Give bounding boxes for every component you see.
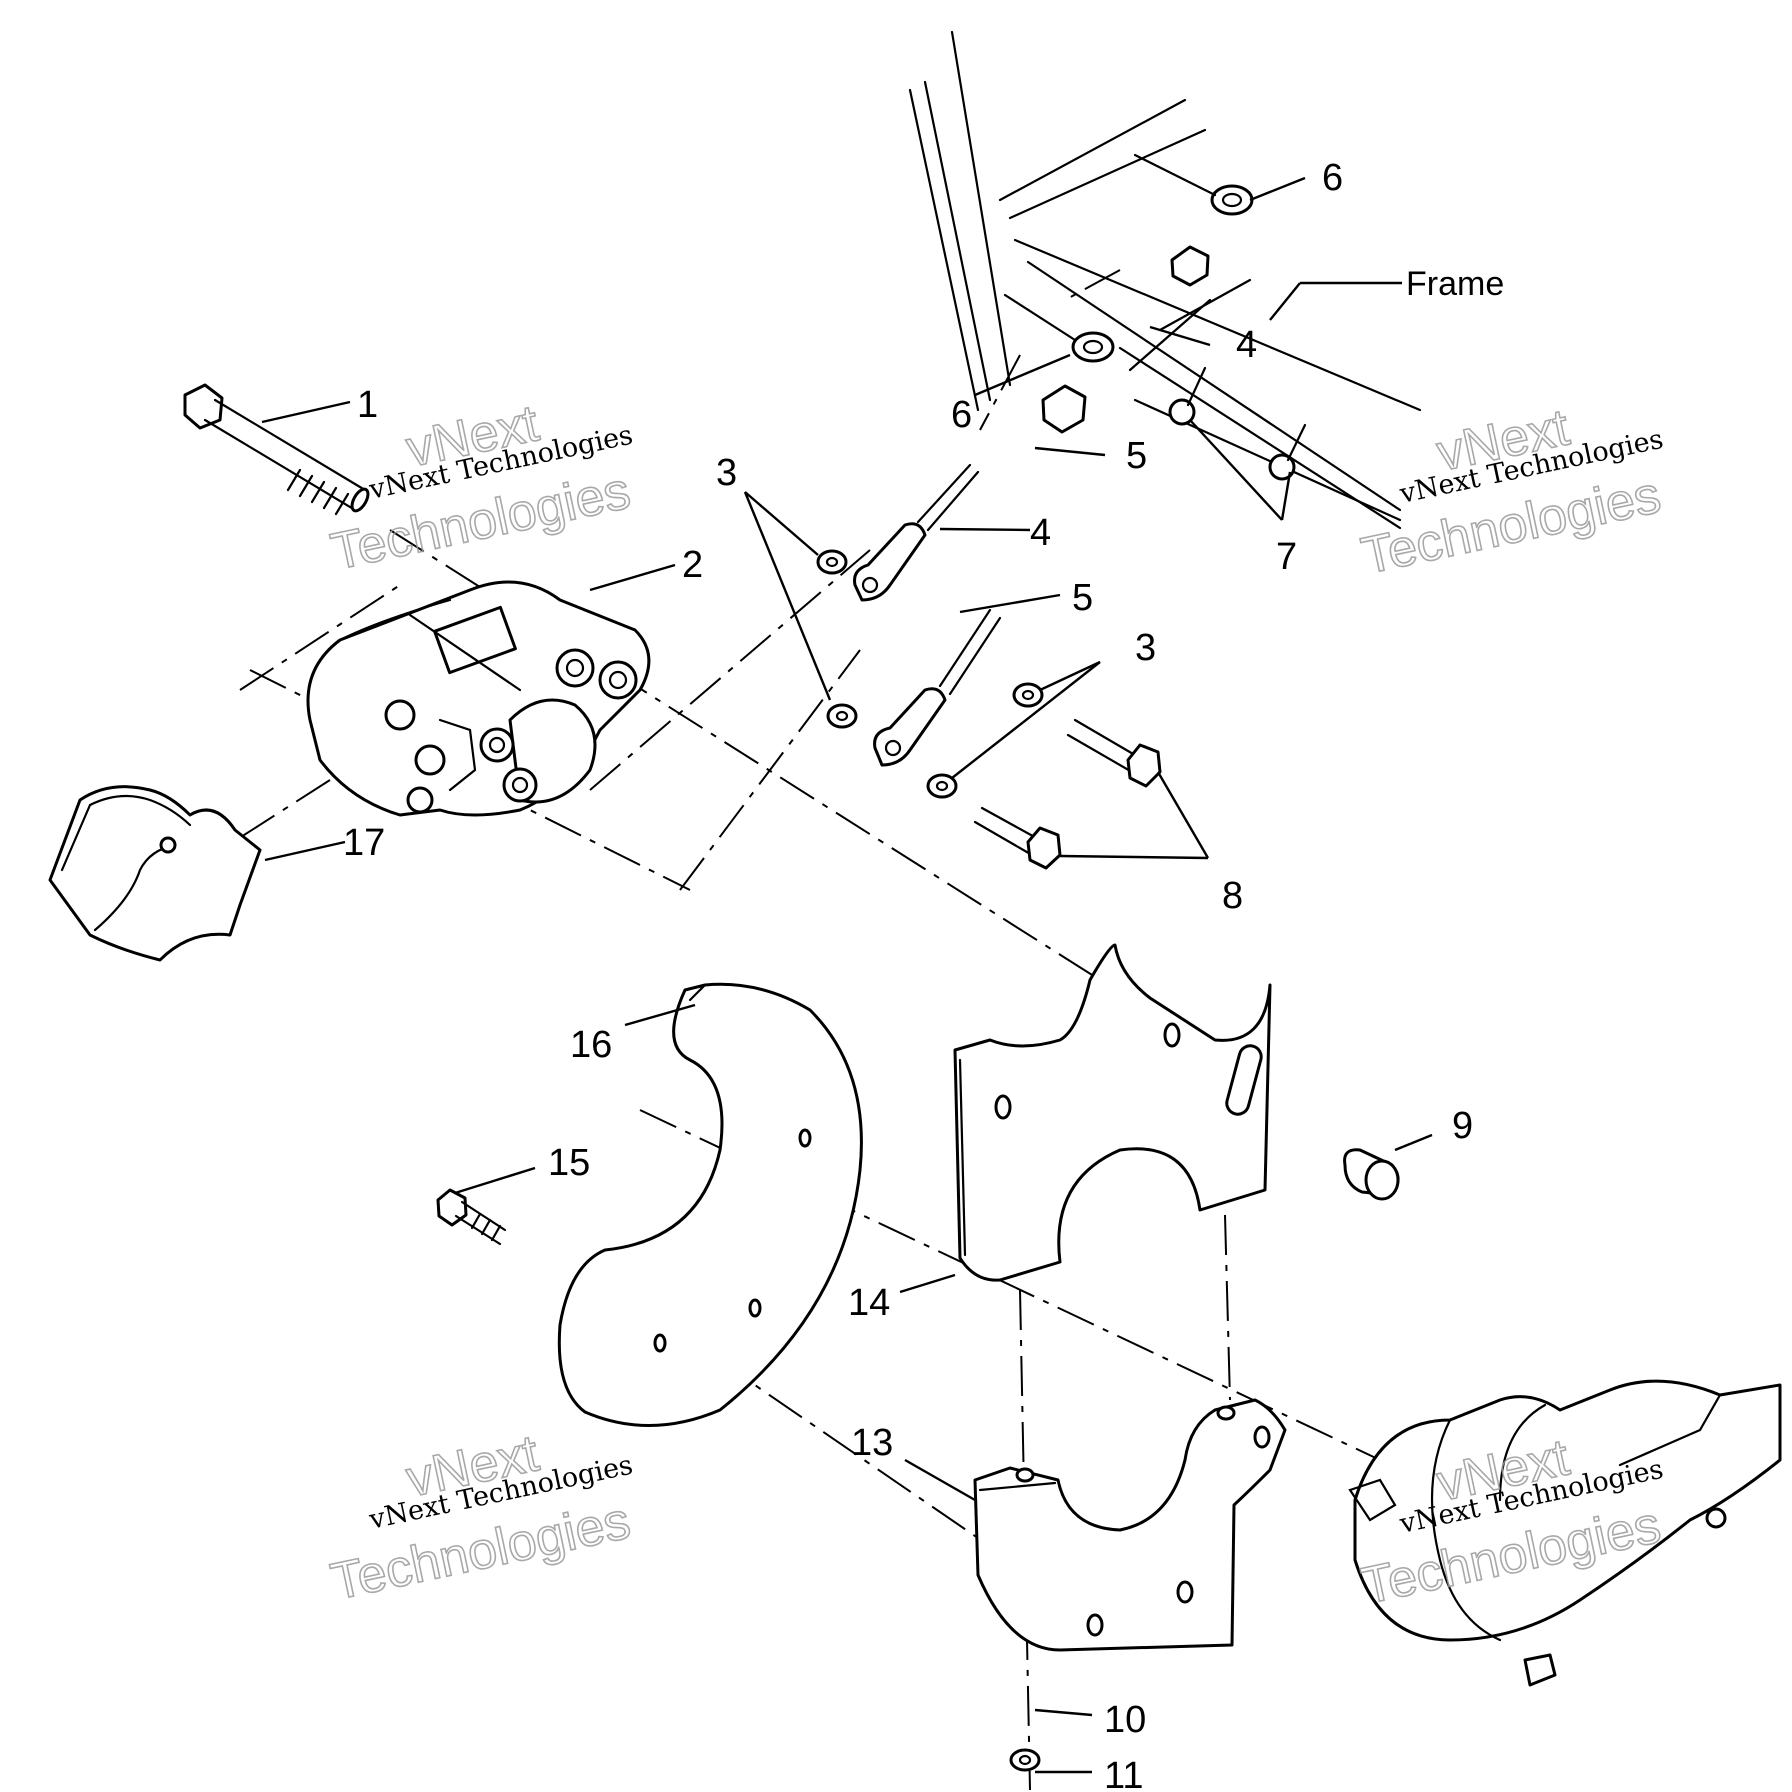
callout-1: 1 xyxy=(357,384,378,426)
nut-5 xyxy=(1041,384,1087,434)
screw-8b xyxy=(973,806,1062,870)
clevis-pin-6a xyxy=(1133,153,1254,216)
cotter-pin-7b xyxy=(1268,423,1307,481)
brake-disc-plate xyxy=(557,982,863,1427)
screw-8a xyxy=(1066,718,1162,788)
washer-3b xyxy=(826,703,858,729)
washer-3d xyxy=(926,773,958,799)
washer-3c xyxy=(1012,682,1044,708)
brake-caliper xyxy=(306,580,651,817)
callout-13: 13 xyxy=(851,1422,893,1464)
callout-7: 7 xyxy=(1276,536,1297,578)
callout-leaders xyxy=(261,176,1433,1774)
nut-4 xyxy=(1170,245,1210,287)
washer-10 xyxy=(1009,1748,1041,1772)
bushing xyxy=(1343,1148,1400,1201)
callout-17: 17 xyxy=(343,822,385,864)
callout-3-right: 3 xyxy=(1135,627,1156,669)
callout-4-frame: 4 xyxy=(1236,324,1257,366)
watermark-bottom-left: vNext vNext Technologies Technologies xyxy=(325,1423,636,1612)
callout-5-frame: 5 xyxy=(1126,435,1147,477)
callout-9: 9 xyxy=(1452,1105,1473,1147)
wheel-hub xyxy=(1348,1379,1782,1687)
clevis-pin-6b xyxy=(1003,293,1115,363)
screw-15 xyxy=(436,1188,507,1246)
bolt-long xyxy=(183,383,370,516)
callout-5-rod: 5 xyxy=(1072,577,1093,619)
lower-bracket xyxy=(973,1398,1287,1652)
callout-6-mid: 6 xyxy=(951,394,972,436)
callout-11: 11 xyxy=(1104,1755,1143,1792)
callout-6-top: 6 xyxy=(1322,157,1343,199)
rod-end-4 xyxy=(853,463,980,602)
frame-label: Frame xyxy=(1406,265,1504,303)
callout-numbers: 1 2 3 3 4 4 5 5 6 6 7 8 9 10 11 13 14 15… xyxy=(343,157,1473,1792)
brake-pad xyxy=(48,785,262,962)
frame-structure xyxy=(908,30,1422,530)
callout-15: 15 xyxy=(548,1142,590,1184)
callout-8: 8 xyxy=(1222,875,1243,917)
callout-3-left: 3 xyxy=(716,452,737,494)
callout-10: 10 xyxy=(1104,1699,1146,1741)
washer-3a xyxy=(816,549,848,575)
callout-2: 2 xyxy=(682,544,703,586)
rod-end-5 xyxy=(873,608,1002,767)
watermark-top-right: vNext vNext Technologies Technologies xyxy=(1356,398,1667,587)
cotter-pin-7a xyxy=(1168,366,1207,426)
callout-4-rod: 4 xyxy=(1030,512,1051,554)
upper-bracket xyxy=(953,943,1272,1282)
callout-14: 14 xyxy=(848,1282,890,1324)
callout-16: 16 xyxy=(570,1024,612,1066)
